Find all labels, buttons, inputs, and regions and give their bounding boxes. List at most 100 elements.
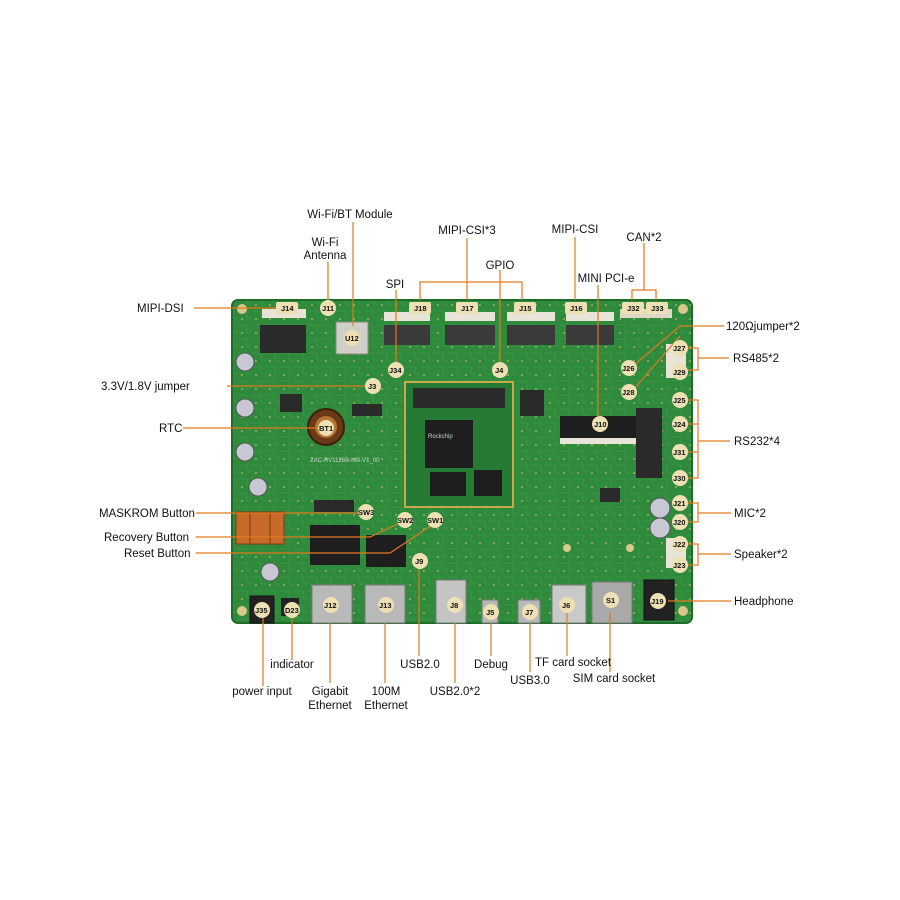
tag-J26: J26 <box>621 360 637 376</box>
tag-J16: J16 <box>565 302 587 314</box>
label-headphone: Headphone <box>734 596 793 608</box>
tag-J30: J30 <box>672 470 688 486</box>
svg-text:J26: J26 <box>622 364 635 373</box>
svg-text:J30: J30 <box>673 474 686 483</box>
svg-text:SW1: SW1 <box>427 516 443 525</box>
svg-text:J3: J3 <box>368 382 376 391</box>
label-gigabit-line1: Gigabit <box>312 686 349 698</box>
tag-J35: J35 <box>254 602 270 618</box>
svg-text:J19: J19 <box>651 597 664 606</box>
tag-S1: S1 <box>603 592 619 608</box>
tag-J18: J18 <box>409 302 431 314</box>
tag-J20: J20 <box>672 514 688 530</box>
label-mipi-csi3: MIPI-CSI*3 <box>438 225 496 237</box>
tag-J13: J13 <box>378 597 394 613</box>
tag-J22: J22 <box>672 536 688 552</box>
tag-J28: J28 <box>621 384 637 400</box>
label-rs232: RS232*4 <box>734 436 781 448</box>
svg-text:J20: J20 <box>673 518 686 527</box>
svg-text:J23: J23 <box>673 561 686 570</box>
tag-J19: J19 <box>650 593 666 609</box>
svg-text:J29: J29 <box>673 368 686 377</box>
tag-J6: J6 <box>559 597 575 613</box>
svg-text:J4: J4 <box>495 366 504 375</box>
tag-J17: J17 <box>456 302 478 314</box>
tag-J4: J4 <box>492 362 508 378</box>
tag-J3: J3 <box>365 378 381 394</box>
label-power-input: power input <box>232 686 292 698</box>
label-wifi-antenna-line2: Antenna <box>304 250 347 262</box>
tag-D23: D23 <box>284 602 300 618</box>
svg-text:S1: S1 <box>606 596 615 605</box>
label-spi: SPI <box>386 279 405 291</box>
label-usb30: USB3.0 <box>510 675 550 687</box>
label-debug: Debug <box>474 659 508 671</box>
svg-text:J28: J28 <box>622 388 635 397</box>
tag-J15: J15 <box>514 302 536 314</box>
connector-tags: J14 J11 U12 J18 J17 J15 J16 J32 J33 J34 … <box>254 300 688 620</box>
label-reset-button: Reset Button <box>124 548 190 560</box>
tag-J27: J27 <box>672 340 688 356</box>
svg-text:SW3: SW3 <box>358 508 374 517</box>
tag-BT1: BT1 <box>318 420 334 436</box>
label-wifi-antenna-line1: Wi-Fi <box>312 237 339 249</box>
svg-text:J16: J16 <box>570 304 583 313</box>
tag-J29: J29 <box>672 364 688 380</box>
tag-J34: J34 <box>388 362 404 378</box>
tag-J11: J11 <box>320 300 336 316</box>
tag-U12: U12 <box>344 330 360 346</box>
label-100m-line2: Ethernet <box>364 700 408 712</box>
label-120-ohm-jumper: 120Ωjumper*2 <box>726 321 800 333</box>
tag-J5: J5 <box>483 604 499 620</box>
label-gigabit-line2: Ethernet <box>308 700 352 712</box>
tag-J23: J23 <box>672 557 688 573</box>
svg-text:J13: J13 <box>379 601 392 610</box>
svg-text:J33: J33 <box>651 304 664 313</box>
label-can2: CAN*2 <box>626 232 661 244</box>
svg-text:J5: J5 <box>486 608 494 617</box>
tag-J10: J10 <box>592 416 608 432</box>
tag-J32: J32 <box>622 302 644 314</box>
label-100m-line1: 100M <box>372 686 401 698</box>
tag-J8: J8 <box>447 597 463 613</box>
svg-text:J15: J15 <box>519 304 532 313</box>
svg-text:BT1: BT1 <box>319 424 333 433</box>
tag-J24: J24 <box>672 416 688 432</box>
tag-SW1: SW1 <box>427 512 443 528</box>
pcb-board: Rockchip ZAC-RV1126B-MB-V1_00 <box>231 299 693 624</box>
svg-text:J18: J18 <box>414 304 427 313</box>
tag-J7: J7 <box>522 604 538 620</box>
svg-text:J24: J24 <box>673 420 686 429</box>
label-mipi-csi: MIPI-CSI <box>552 224 599 236</box>
label-recovery-button: Recovery Button <box>104 532 189 544</box>
svg-text:J25: J25 <box>673 396 686 405</box>
label-usb20x2: USB2.0*2 <box>430 686 481 698</box>
label-speaker: Speaker*2 <box>734 549 788 561</box>
svg-text:J22: J22 <box>673 540 686 549</box>
label-mic: MIC*2 <box>734 508 766 520</box>
svg-text:J12: J12 <box>324 601 337 610</box>
svg-text:J6: J6 <box>562 601 570 610</box>
label-mipi-dsi: MIPI-DSI <box>137 303 184 315</box>
label-rtc: RTC <box>159 423 182 435</box>
svg-text:J35: J35 <box>255 606 268 615</box>
tag-SW2: SW2 <box>397 512 413 528</box>
tag-J14: J14 <box>276 302 298 314</box>
label-indicator: indicator <box>270 659 314 671</box>
svg-text:J32: J32 <box>627 304 640 313</box>
tag-J9: J9 <box>412 553 428 569</box>
svg-text:J21: J21 <box>673 499 686 508</box>
svg-text:J34: J34 <box>389 366 402 375</box>
svg-text:J14: J14 <box>281 304 294 313</box>
label-usb20: USB2.0 <box>400 659 440 671</box>
svg-text:J10: J10 <box>594 420 607 429</box>
svg-text:J7: J7 <box>525 608 533 617</box>
svg-text:J8: J8 <box>450 601 458 610</box>
svg-text:J17: J17 <box>461 304 474 313</box>
label-3v3-1v8-jumper: 3.3V/1.8V jumper <box>101 381 190 393</box>
tag-J31: J31 <box>672 444 688 460</box>
svg-text:J31: J31 <box>673 448 686 457</box>
callout-labels: Wi-Fi/BT Module Wi-Fi Antenna MIPI-CSI*3… <box>99 209 800 712</box>
label-gpio: GPIO <box>486 260 515 272</box>
label-maskrom-button: MASKROM Button <box>99 508 195 520</box>
